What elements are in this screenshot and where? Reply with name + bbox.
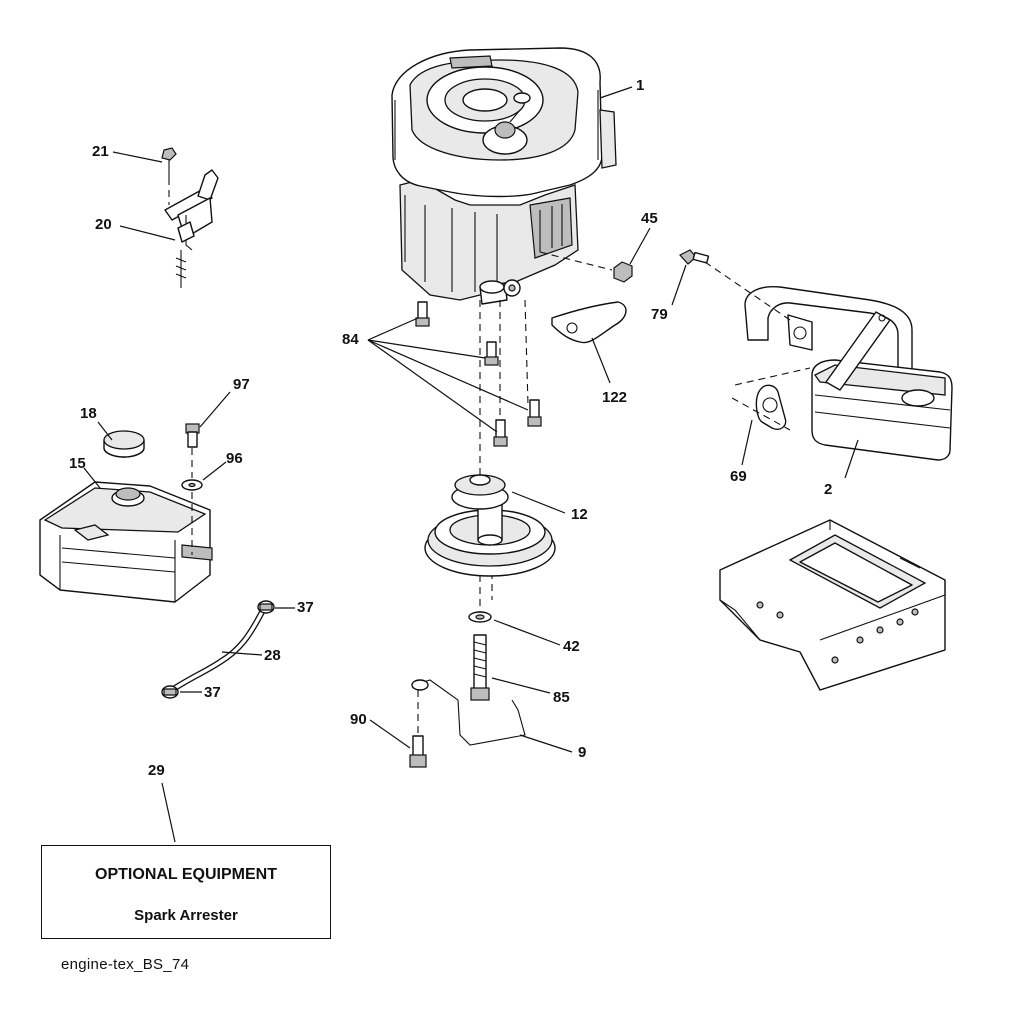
bolt-84-c [527,399,542,427]
pulley-12 [424,474,556,577]
callout-96: 96 [226,450,243,467]
screw-21 [161,147,177,178]
fuel-cap-18 [103,430,145,458]
clamp-37-bottom [161,685,179,699]
callout-1: 1 [636,77,645,94]
engine [391,47,617,305]
optional-equipment-box: OPTIONAL EQUIPMENT Spark Arrester [41,845,331,939]
callout-84: 84 [342,331,359,348]
callout-12: 12 [571,506,588,523]
callout-15: 15 [69,455,86,472]
callout-79: 79 [651,306,668,323]
bolt-90 [409,735,427,768]
nut-45 [613,261,633,283]
callout-37-bottom: 37 [204,684,221,701]
bolt-97 [185,423,200,448]
callout-29: 29 [148,762,165,779]
callout-2: 2 [824,481,833,498]
bolt-84-d [493,419,508,447]
callout-69: 69 [730,468,747,485]
belt-guide-9 [411,679,526,746]
callout-21: 21 [92,143,109,160]
callout-122: 122 [602,389,628,406]
washer-42 [468,611,492,623]
callout-9: 9 [578,744,587,761]
callout-18: 18 [80,405,97,422]
callout-37-top: 37 [297,599,314,616]
optional-equipment-item: Spark Arrester [134,907,238,924]
optional-equipment-title: OPTIONAL EQUIPMENT [95,866,277,883]
fuel-line-28 [169,609,265,693]
callout-85: 85 [553,689,570,706]
washer-96 [181,479,203,491]
engine-mount-plate [719,519,946,691]
fuel-tank-15 [39,481,213,603]
callout-42: 42 [563,638,580,655]
bolt-79 [679,249,710,265]
bolt-84-b [484,341,499,366]
clamp-37-top [257,600,275,614]
diagram-code: engine-tex_BS_74 [61,956,190,973]
callout-45: 45 [641,210,658,227]
callout-28: 28 [264,647,281,664]
bolt-84-a [415,301,430,327]
heat-shield-122 [551,301,627,344]
leader-lines [83,86,859,843]
throttle-control-20 [164,169,219,288]
muffler-2 [744,285,953,461]
callout-97: 97 [233,376,250,393]
callout-20: 20 [95,216,112,233]
gasket-69 [755,384,787,430]
callout-90: 90 [350,711,367,728]
bolt-85 [470,634,490,701]
